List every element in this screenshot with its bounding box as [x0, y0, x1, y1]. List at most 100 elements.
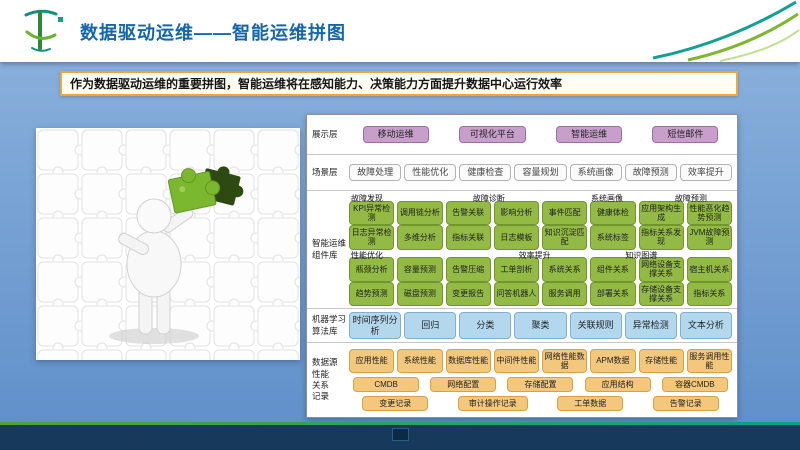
footer-accent-line: [0, 422, 800, 425]
group-label: 性能优化: [351, 250, 383, 260]
components-item: 存储设备支撑关系: [638, 281, 684, 306]
components-item: 系统标签: [590, 225, 636, 250]
components-item: 变更报告: [445, 281, 491, 306]
components-row: 瓶颈分析容量预测告警压缩工单剖析系统关系组件关系网络设备支撑关系宿主机关系: [349, 257, 732, 282]
subtitle-text: 作为数据驱动运维的重要拼图，智能运维将在感知能力、决策能力方面提升数据中心运行效…: [70, 77, 563, 91]
components-item: 组件关系: [590, 257, 636, 282]
datasource-item: 告警记录: [652, 396, 719, 412]
components-item: 应用架构生成: [638, 200, 684, 226]
algorithms-item: 聚类: [514, 312, 567, 339]
algorithms-item: 回归: [404, 312, 457, 339]
datasource-item: 审计操作记录: [457, 396, 528, 412]
datasource-item: 服务调用性能: [686, 348, 732, 374]
group-label: 故障预测: [674, 194, 707, 203]
components-item: 告警压缩: [445, 257, 491, 282]
components-item: 性能恶化趋势预测: [686, 200, 732, 226]
datasource-item: CMDB: [353, 377, 420, 393]
group-label: 知识图谱: [625, 250, 658, 260]
datasource-item: 存储配置: [507, 377, 574, 393]
page-number-box: [391, 428, 409, 441]
scenario-item: 健康检查: [459, 164, 512, 181]
components-item: JVM故障预测: [686, 225, 732, 250]
layer-display-content: 移动运维 可视化平台 智能运维 短信邮件: [349, 115, 737, 154]
components-item: 问答机器人: [493, 281, 539, 306]
group-label-row: 故障发现故障诊断系统画像故障预测: [351, 193, 732, 203]
display-item: 可视化平台: [458, 126, 526, 143]
datasource-item: 应用结构: [584, 377, 651, 393]
components-item: 指标关系: [686, 281, 732, 306]
components-item: 指标关联: [445, 225, 491, 250]
components-row: 趋势预测磁盘预测变更报告问答机器人服务调用部署关系存储设备支撑关系指标关系: [349, 281, 732, 306]
group-label: 效率提升: [518, 250, 551, 260]
layer-algorithms: 机器学习算法库时间序列分析回归分类聚类关联规则异常检测文本分析: [307, 309, 737, 343]
components-item: 部署关系: [590, 281, 636, 306]
algorithms-item: 分类: [459, 312, 512, 339]
scenario-item: 故障预测: [624, 164, 677, 181]
header-swoosh-decoration: [652, 0, 800, 62]
group-label: 系统画像: [591, 194, 624, 203]
datasource-item: 存储性能: [638, 348, 684, 374]
algorithms-item: 关联规则: [569, 312, 622, 339]
components-item: 调用链分析: [397, 200, 443, 226]
scenario-item: 故障处理: [349, 164, 402, 181]
components-item: 磁盘预测: [397, 281, 443, 306]
layer-components-label: 智能运维组件库: [312, 238, 347, 260]
layer-scenario-label: 场景层: [312, 166, 338, 177]
diagram-panel: 展示层移动运维可视化平台智能运维短信邮件场景层故障处理性能优化健康检查容量规划系…: [306, 114, 738, 418]
algorithms-item: 异常检测: [624, 312, 677, 339]
datasource-item: 系统性能: [397, 348, 443, 374]
components-item: 服务调用: [542, 281, 588, 306]
layer-scenario-content: 故障处理性能优化健康检查容量规划系统画像故障预测效率提升: [349, 155, 737, 190]
subtitle-banner: 作为数据驱动运维的重要拼图，智能运维将在感知能力、决策能力方面提升数据中心运行效…: [60, 71, 738, 96]
scenario-item: 系统画像: [569, 164, 622, 181]
page-title: 数据驱动运维——智能运维拼图: [80, 23, 346, 43]
puzzle-piece-green: [167, 168, 221, 214]
scenario-row: 故障处理性能优化健康检查容量规划系统画像故障预测效率提升: [349, 164, 732, 181]
components-item: 宿主机关系: [686, 257, 732, 282]
datasource-item: APM数据: [590, 348, 636, 374]
datasource-item: 变更记录: [362, 396, 429, 412]
datasource-item: 容器CMDB: [661, 377, 728, 393]
components-item: 网络设备支撑关系: [638, 257, 684, 282]
display-item: 智能运维: [556, 126, 623, 143]
components-item: 影响分析: [493, 200, 539, 226]
components-item: 日志异常检测: [349, 225, 395, 250]
components-item: KPI异常检测: [349, 200, 395, 226]
components-item: 趋势预测: [349, 281, 395, 306]
components-row: KPI异常检测调用链分析告警关联影响分析事件匹配健康体检应用架构生成性能恶化趋势…: [349, 200, 732, 226]
layer-display-label: 展示层: [312, 128, 338, 139]
display-item: 移动运维: [362, 126, 429, 143]
layer-display: 展示层 移动运维 可视化平台 智能运维 短信邮件: [307, 115, 737, 155]
group-label: 故障发现: [351, 194, 383, 203]
scenario-item: 性能优化: [404, 164, 457, 181]
datasource-item: 中间件性能: [493, 348, 539, 374]
layer-scenario: 场景层故障处理性能优化健康检查容量规划系统画像故障预测效率提升: [307, 155, 737, 191]
scenario-item: 效率提升: [679, 164, 732, 181]
figure-graphic: [109, 198, 199, 344]
datasource-item: 工单数据: [557, 396, 624, 412]
datasource-item: 网络配置: [430, 377, 497, 393]
layer-algorithms-content: 时间序列分析回归分类聚类关联规则异常检测文本分析: [349, 309, 737, 342]
components-item: 多维分析: [397, 225, 443, 250]
layer-datasource-label: 数据源性能关系记录: [312, 357, 338, 402]
group-label-row: 性能优化 效率提升 知识图谱: [351, 250, 732, 260]
logo: [24, 9, 63, 52]
puzzle-illustration-svg: [36, 128, 306, 398]
components-item: 知识沉淀匹配: [542, 225, 588, 250]
algorithms-item: 时间序列分析: [349, 312, 402, 339]
footer-bar: [0, 425, 800, 450]
display-item: 短信邮件: [652, 126, 719, 143]
components-item: 容量预测: [397, 257, 443, 282]
components-item: 事件匹配: [542, 200, 588, 226]
puzzle-illustration: [36, 128, 306, 398]
algorithms-item: 文本分析: [679, 312, 732, 339]
scenario-item: 容量规划: [514, 164, 567, 181]
header-bar: 数据驱动运维——智能运维拼图: [0, 0, 800, 62]
datasource-item: 数据库性能: [445, 348, 491, 374]
datasource-item: 网络性能数据: [542, 348, 588, 374]
